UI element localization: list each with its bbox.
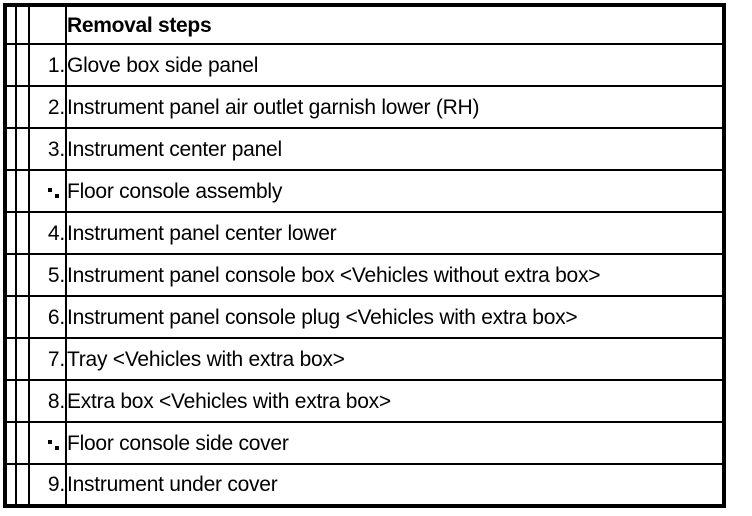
header-number-cell — [28, 4, 67, 45]
row-spacer-b — [15, 295, 30, 339]
step-description: Floor console assembly — [65, 169, 725, 213]
row-spacer-b — [15, 211, 30, 255]
step-number: 5. — [28, 253, 67, 297]
table-row: 5.Instrument panel console box <Vehicles… — [4, 253, 725, 297]
step-number: 1. — [28, 43, 67, 87]
row-spacer-a — [4, 379, 17, 423]
header-spacer-a — [4, 4, 17, 45]
step-number: 6. — [28, 295, 67, 339]
step-description: Glove box side panel — [65, 43, 725, 87]
row-spacer-a — [4, 211, 17, 255]
table-row: 7.Tray <Vehicles with extra box> — [4, 337, 725, 381]
row-spacer-a — [4, 169, 17, 213]
table-row: 6.Instrument panel console plug <Vehicle… — [4, 295, 725, 339]
step-description: Extra box <Vehicles with extra box> — [65, 379, 725, 423]
table-row: 2.Instrument panel air outlet garnish lo… — [4, 85, 725, 129]
table-row: 9.Instrument under cover — [4, 463, 725, 507]
row-spacer-a — [4, 337, 17, 381]
table-row: 8.Extra box <Vehicles with extra box> — [4, 379, 725, 423]
step-description: Instrument panel center lower — [65, 211, 725, 255]
row-spacer-b — [15, 337, 30, 381]
step-description: Instrument panel console box <Vehicles w… — [65, 253, 725, 297]
step-description: Instrument panel air outlet garnish lowe… — [65, 85, 725, 129]
table-row: 1.Glove box side panel — [4, 43, 725, 87]
row-spacer-b — [15, 421, 30, 465]
header-spacer-b — [15, 4, 30, 45]
row-spacer-b — [15, 85, 30, 129]
substep-dot-marker-icon — [28, 421, 67, 465]
step-description: Instrument under cover — [65, 463, 725, 507]
table-header-row: Removal steps — [4, 4, 725, 45]
step-number: 3. — [28, 127, 67, 171]
substep-dot-marker-icon — [28, 169, 67, 213]
step-number: 8. — [28, 379, 67, 423]
table-row: Floor console side cover — [4, 421, 725, 465]
dot-marker-icon — [45, 182, 65, 202]
table-row: 3.Instrument center panel — [4, 127, 725, 171]
step-number: 9. — [28, 463, 67, 507]
row-spacer-a — [4, 295, 17, 339]
row-spacer-a — [4, 253, 17, 297]
table-row: Floor console assembly — [4, 169, 725, 213]
row-spacer-b — [15, 43, 30, 87]
table-row: 4.Instrument panel center lower — [4, 211, 725, 255]
step-description: Floor console side cover — [65, 421, 725, 465]
row-spacer-b — [15, 379, 30, 423]
row-spacer-a — [4, 43, 17, 87]
step-description: Instrument center panel — [65, 127, 725, 171]
row-spacer-a — [4, 421, 17, 465]
dot-marker-icon — [45, 434, 65, 454]
row-spacer-a — [4, 85, 17, 129]
row-spacer-b — [15, 463, 30, 507]
step-description: Instrument panel console plug <Vehicles … — [65, 295, 725, 339]
step-description: Tray <Vehicles with extra box> — [65, 337, 725, 381]
table-header: Removal steps — [4, 4, 725, 45]
row-spacer-b — [15, 127, 30, 171]
row-spacer-b — [15, 253, 30, 297]
header-label-removal-steps: Removal steps — [65, 4, 725, 45]
step-number: 2. — [28, 85, 67, 129]
row-spacer-b — [15, 169, 30, 213]
step-number: 4. — [28, 211, 67, 255]
row-spacer-a — [4, 463, 17, 507]
row-spacer-a — [4, 127, 17, 171]
step-number: 7. — [28, 337, 67, 381]
